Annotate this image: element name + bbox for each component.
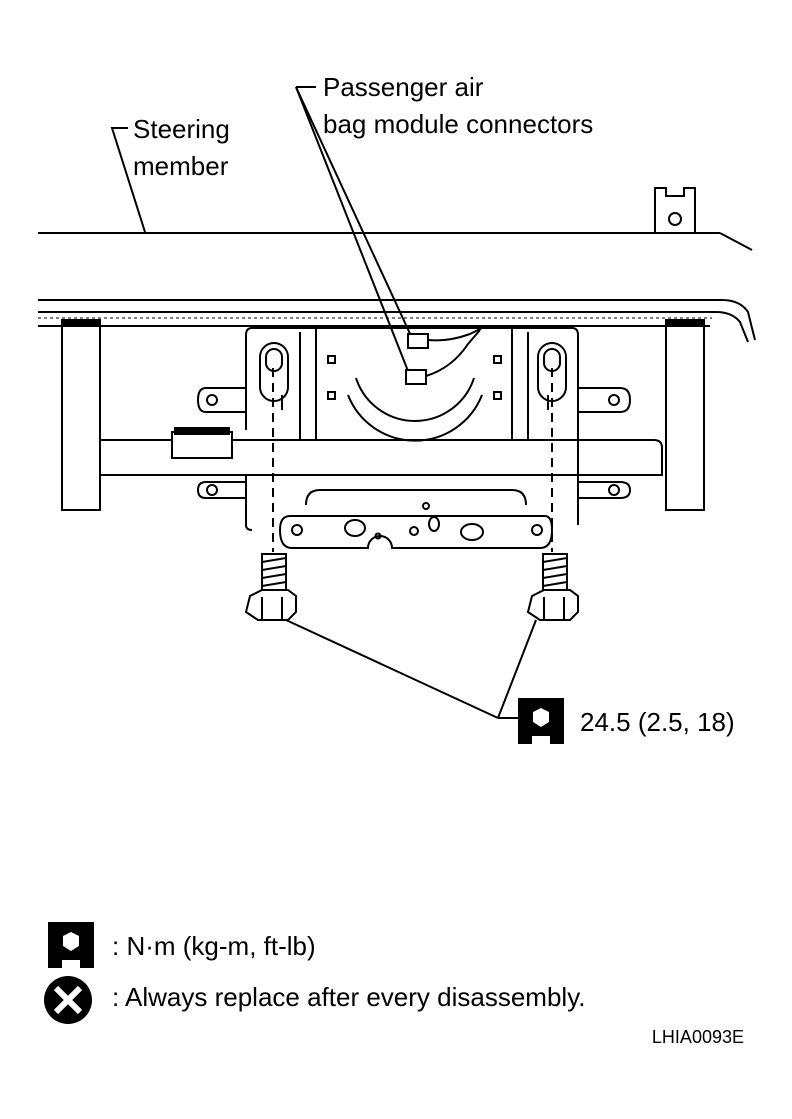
legend-wrench-icon <box>48 922 94 968</box>
module-bracket <box>196 327 632 525</box>
steering-member-label-line1: Steering <box>133 114 230 144</box>
figure-id: LHIA0093E <box>652 1027 744 1047</box>
legend-torque-unit: : N·m (kg-m, ft-lb) <box>112 931 316 961</box>
bottom-plate <box>278 489 554 549</box>
bolt-centerlines <box>272 368 553 552</box>
bolt-left <box>244 553 297 621</box>
torque-spec: 24.5 (2.5, 18) <box>580 707 735 737</box>
side-posts <box>61 319 705 511</box>
x-circle-icon <box>44 976 92 1024</box>
torque-leader-lines <box>285 619 537 719</box>
steering-member <box>38 187 756 343</box>
connector-label-line1: Passenger air <box>323 72 484 102</box>
bolt-right <box>526 553 579 621</box>
airbag-connectors <box>405 327 483 385</box>
cross-bar <box>99 427 663 531</box>
steering-member-label-line2: member <box>133 151 229 181</box>
legend-replace-note: : Always replace after every disassembly… <box>112 982 585 1012</box>
wrench-icon <box>518 698 564 744</box>
connector-label-line2: bag module connectors <box>323 109 593 139</box>
